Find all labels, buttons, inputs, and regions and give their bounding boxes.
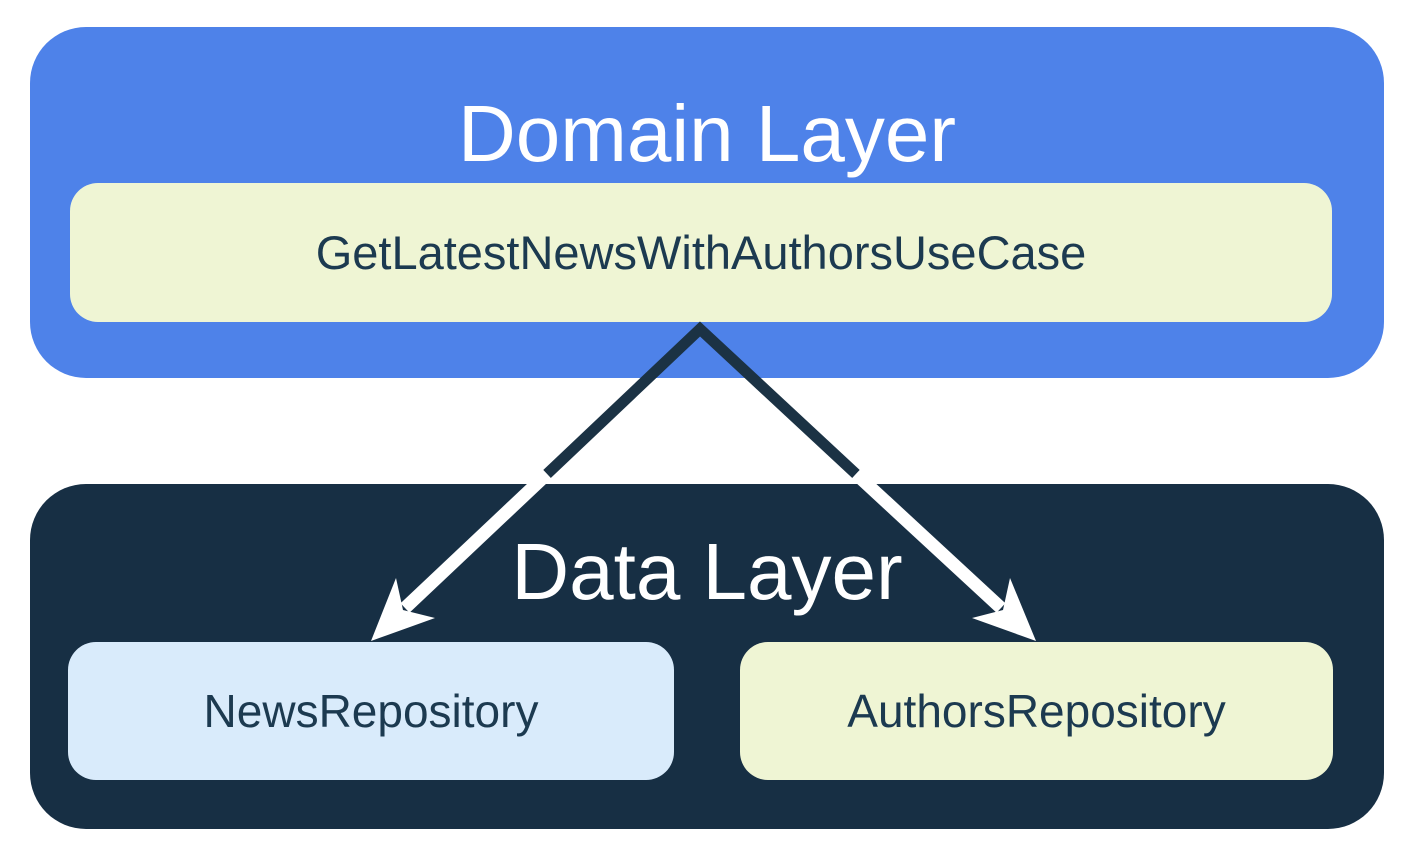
news-repository-node: NewsRepository	[68, 642, 674, 780]
news-repository-label: NewsRepository	[203, 685, 539, 737]
authors-repository-label: AuthorsRepository	[847, 685, 1226, 737]
usecase-node: GetLatestNewsWithAuthorsUseCase	[70, 183, 1332, 322]
data-layer-container: Data Layer NewsRepository AuthorsReposit…	[30, 484, 1384, 829]
domain-layer-container: Domain Layer GetLatestNewsWithAuthorsUse…	[30, 27, 1384, 378]
data-layer-title: Data Layer	[511, 527, 903, 616]
authors-repository-node: AuthorsRepository	[740, 642, 1333, 780]
usecase-node-label: GetLatestNewsWithAuthorsUseCase	[315, 226, 1087, 279]
domain-layer-title: Domain Layer	[457, 89, 956, 178]
